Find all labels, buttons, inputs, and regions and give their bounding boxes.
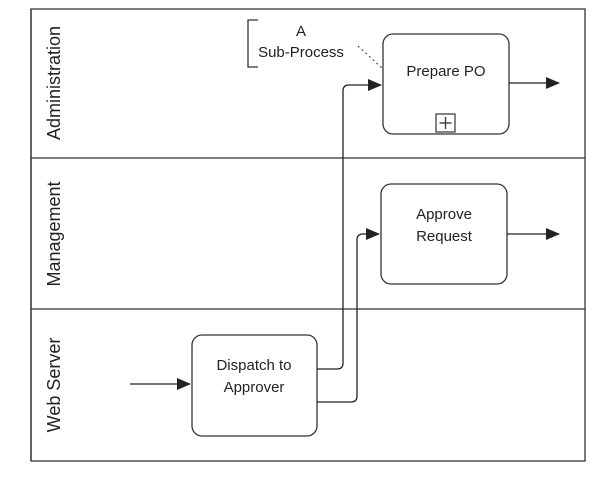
task-dispatch-label-line-1: Dispatch to: [216, 357, 291, 374]
task-prepare-po[interactable]: Prepare PO: [382, 33, 510, 135]
annotation-bracket: [247, 19, 258, 68]
flow-dispatch-to-approve-request: [317, 228, 380, 403]
lane-label-administration: Administration: [44, 26, 64, 140]
task-dispatch-label-line-2: Approver: [224, 379, 285, 396]
task-prepare-po-label: Prepare PO: [406, 63, 485, 80]
task-approve-request-label-line-1: Approve: [416, 206, 472, 223]
annotation-line-1: A: [296, 23, 306, 40]
lane-administration: Administration: [44, 26, 64, 140]
lane-management: Management: [44, 181, 64, 286]
lane-web-server: Web Server: [44, 338, 64, 433]
task-prepare-po-box: [382, 33, 510, 135]
flow-dispatch-to-prepare-po: [317, 79, 382, 370]
lane-label-management: Management: [44, 181, 64, 286]
task-approve-request-label-line-2: Request: [416, 228, 473, 245]
lane-label-web-server: Web Server: [44, 338, 64, 433]
plus-icon: [435, 113, 456, 133]
task-approve-request[interactable]: Approve Request: [380, 183, 508, 285]
task-dispatch-box: [191, 334, 318, 437]
annotation-association-line: [357, 45, 383, 69]
task-dispatch-to-approver[interactable]: Dispatch to Approver: [191, 334, 318, 437]
annotation-line-2: Sub-Process: [258, 44, 344, 61]
